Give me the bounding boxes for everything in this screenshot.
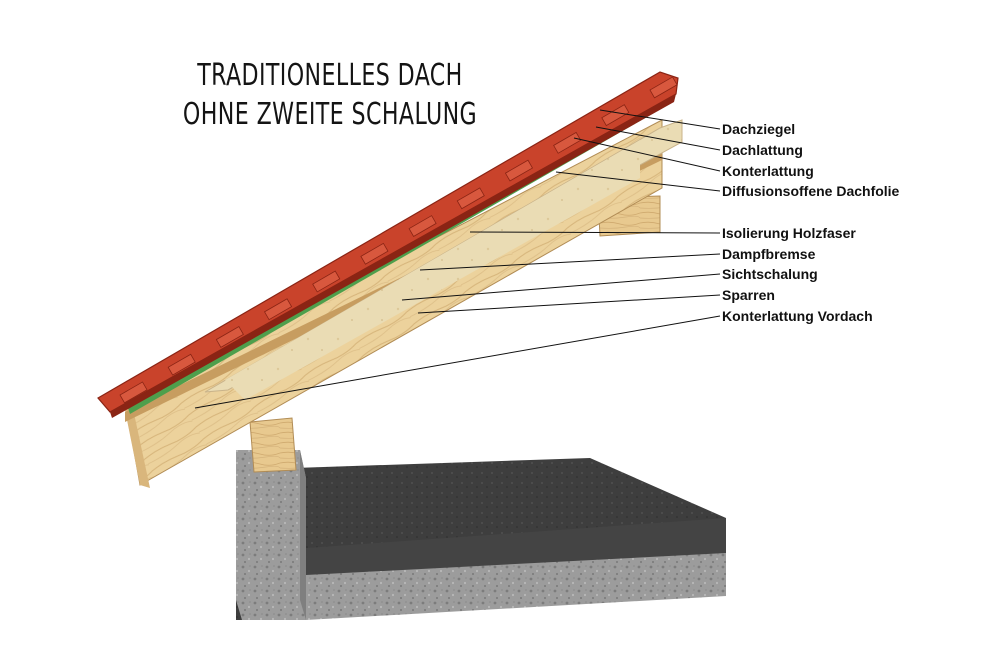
concrete-wall	[236, 450, 726, 620]
tile-ridge	[119, 381, 148, 404]
tile-ridge	[263, 298, 293, 321]
tile-ridges	[119, 76, 678, 404]
leader-line	[401, 273, 721, 301]
tile-ridge	[408, 215, 437, 237]
tile-ridge	[504, 159, 534, 182]
leader-line	[419, 253, 721, 271]
label-diffusionsoffene-dachfolie: Diffusionsoffene Dachfolie	[722, 183, 900, 199]
roof-tiles	[97, 71, 679, 418]
tile-ridge	[360, 242, 389, 265]
tile-ridge	[215, 325, 244, 348]
leader-lines	[194, 109, 721, 409]
label-sichtschalung: Sichtschalung	[722, 266, 818, 282]
leader-line	[417, 294, 721, 314]
tile-ridge	[553, 131, 582, 154]
label-konterlattung: Konterlattung	[722, 163, 814, 179]
leader-line	[194, 315, 721, 409]
insulation	[204, 119, 683, 400]
tile-ridge	[456, 187, 485, 210]
leader-line	[555, 171, 721, 192]
label-sparren: Sparren	[722, 287, 775, 303]
label-dampfbremse: Dampfbremse	[722, 246, 816, 262]
label-konterlattung-vordach: Konterlattung Vordach	[722, 308, 873, 324]
label-dachziegel: Dachziegel	[722, 121, 796, 137]
wall-plate	[249, 417, 297, 473]
diagram-title-line-2: OHNE ZWEITE SCHALUNG	[182, 97, 478, 132]
leader-line	[469, 231, 721, 234]
leader-line	[573, 137, 721, 172]
leader-line	[599, 109, 721, 130]
tile-ridge	[649, 76, 678, 99]
concrete-slab	[236, 458, 726, 620]
tile-ridge	[167, 353, 196, 376]
label-isolierung-holzfaser: Isolierung Holzfaser	[722, 225, 856, 241]
diagram-title-line-1: TRADITIONELLES DACH	[197, 58, 463, 93]
tile-ridge	[312, 270, 341, 293]
leader-line	[595, 126, 721, 151]
tile-ridge	[601, 104, 630, 127]
label-dachlattung: Dachlattung	[722, 142, 803, 158]
